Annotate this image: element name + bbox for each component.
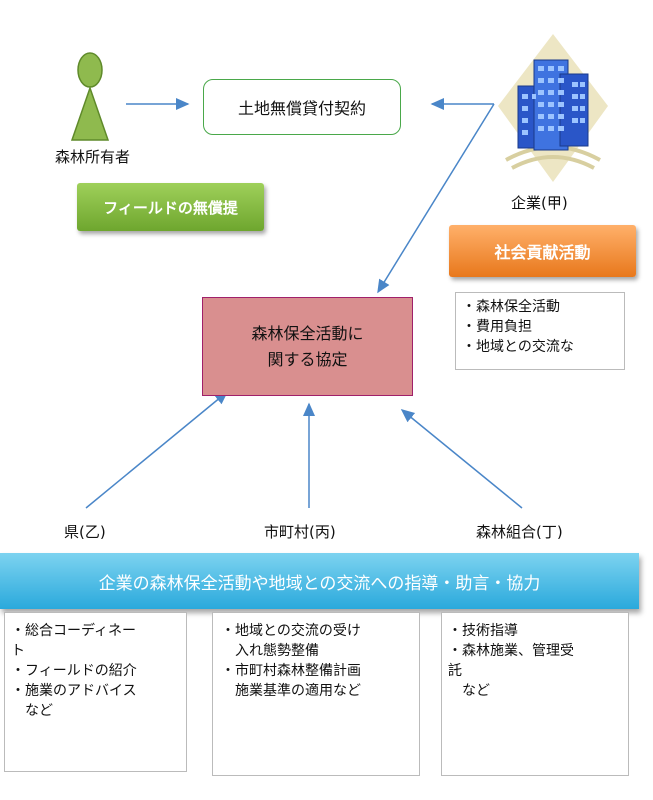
- municipality-support-list: ・地域との交流の受け 入れ態勢整備 ・市町村森林整備計画 施業基準の適用など: [212, 612, 420, 776]
- municipality-label: 市町村(丙): [264, 523, 336, 541]
- field-provision-box: フィールドの無償提: [77, 183, 264, 231]
- forest-union-label: 森林組合(丁): [476, 523, 563, 541]
- agreement-box: 森林保全活動に 関する協定: [202, 297, 413, 396]
- company-label: 企業(甲): [511, 194, 568, 212]
- arrow-prefecture-to-agreement: [85, 391, 229, 509]
- contract-box: 土地無償貸付契約: [203, 79, 401, 135]
- forest-owner-label: 森林所有者: [55, 148, 131, 166]
- support-banner: 企業の森林保全活動や地域との交流への指導・助言・協力: [0, 553, 639, 609]
- prefecture-label: 県(乙): [64, 523, 106, 541]
- prefecture-support-list: ・総合コーディネー ト ・フィールドの紹介 ・施業のアドバイス など: [4, 612, 187, 772]
- forest-union-support-list: ・技術指導 ・森林施業、管理受 託 など: [441, 612, 629, 776]
- office-building-icon: [498, 34, 608, 182]
- company-activities-list: ・森林保全活動 ・費用負担 ・地域との交流な: [455, 292, 625, 370]
- arrow-union-to-agreement: [400, 409, 523, 509]
- person-icon: [70, 52, 110, 141]
- arrow-company-to-agreement: [377, 103, 495, 294]
- social-contribution-box: 社会貢献活動: [449, 225, 636, 277]
